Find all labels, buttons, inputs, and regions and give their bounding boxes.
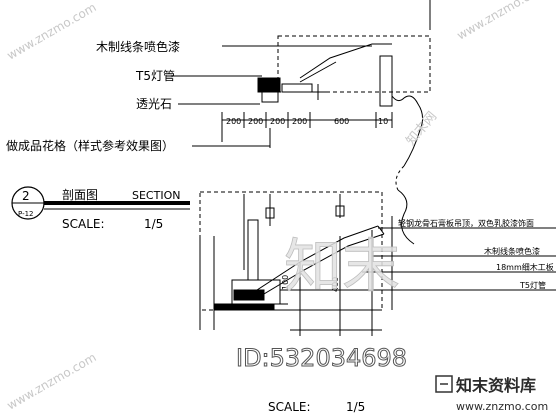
inclined-panel-inner	[299, 61, 337, 83]
callout-item1: 轻钢龙骨石膏板吊顶，双色乳胶漆饰面	[398, 218, 534, 228]
dim-value: 10	[378, 117, 388, 126]
logo-url: www.znzmo.com	[456, 400, 548, 413]
stone-panel	[281, 83, 313, 93]
dim-value: 200	[270, 117, 285, 126]
watermark-url: www.znzmo.com	[5, 350, 99, 412]
dim-value: 200	[226, 117, 241, 126]
dimension-top-values: 200 200 200 200 600 10	[226, 117, 388, 126]
watermark-url: www.znzmo.com	[5, 0, 99, 62]
hanger-clip	[335, 205, 345, 217]
bottom-callouts: 轻钢龙骨石膏板吊顶，双色乳胶漆饰面 木制线条喷色漆 18mm细木工板 T5灯管	[398, 218, 554, 290]
bottom-scale-value: 1/5	[346, 400, 365, 414]
break-line-2	[395, 165, 405, 191]
watermark-id: ID:532034698	[236, 344, 407, 372]
watermarks: www.znzmo.com www.znzmo.com www.znzmo.co…	[5, 0, 549, 413]
callout-wood-strip: 木制线条喷色漆	[96, 40, 180, 54]
bottom-detail	[199, 189, 556, 336]
top-detail	[172, 0, 431, 191]
gypsum-board	[213, 303, 275, 311]
break-line-bottom	[397, 189, 415, 245]
watermark-brand-center: 知末	[284, 232, 400, 300]
board-end	[377, 225, 385, 235]
watermark-brand-side: 知末网	[403, 108, 440, 148]
dim-value: 600	[334, 117, 349, 126]
logo-text: 知末资料库	[456, 376, 536, 395]
logo-mark	[435, 375, 453, 393]
dim-value: 200	[292, 117, 307, 126]
hanger-clip	[265, 207, 275, 219]
section-sheet: P-12	[18, 210, 34, 218]
t5-lamp-block	[257, 77, 281, 93]
section-scale-label: SCALE:	[62, 217, 105, 231]
callout-item4: T5灯管	[519, 280, 546, 290]
callout-item2: 木制线条喷色漆	[484, 246, 540, 256]
wall-post	[379, 55, 393, 107]
vertical-board	[247, 219, 259, 281]
dim-value: 200	[248, 117, 263, 126]
inclined-board-upper	[253, 225, 379, 293]
t5-lamp-bottom	[233, 289, 265, 301]
break-line	[391, 95, 424, 167]
dim-vertical-value-1: 100	[281, 275, 290, 290]
section-number: 2	[22, 189, 30, 203]
section-title-cn: 剖面图	[62, 188, 98, 202]
callout-item3: 18mm细木工板	[496, 262, 554, 272]
znzmo-logo: 知末资料库 www.znzmo.com	[435, 375, 548, 413]
inclined-panel	[299, 43, 392, 79]
callout-t5-lamp: T5灯管	[135, 68, 175, 83]
section-title-en: SECTION	[132, 189, 180, 202]
logo-square-icon	[435, 375, 453, 393]
inclined-board-lower	[253, 233, 385, 301]
watermark-url: www.znzmo.com	[455, 0, 549, 43]
section-scale-value: 1/5	[144, 217, 163, 231]
callout-lattice: 做成品花格（样式参考效果图）	[6, 138, 174, 153]
bottom-scale-label: SCALE:	[268, 400, 311, 414]
callout-translucent-stone: 透光石	[136, 97, 172, 111]
ceiling-dashed-outline	[277, 35, 431, 93]
lamp-holder	[261, 91, 279, 103]
section-mark: 2 P-12 剖面图 SECTION SCALE: 1/5	[11, 186, 190, 231]
dim-vertical-value-2: 400	[331, 277, 340, 292]
